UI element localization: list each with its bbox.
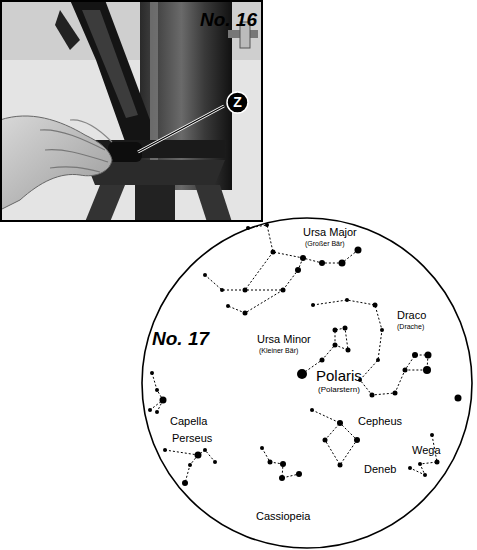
callout-letter: Z bbox=[226, 91, 249, 114]
star-chart: No. 17 bbox=[141, 217, 473, 549]
constellation-label: (Polarstern) bbox=[318, 386, 360, 395]
node-outline bbox=[227, 92, 248, 113]
leader-line bbox=[138, 106, 224, 152]
constellation-label: (Kleiner Bär) bbox=[259, 347, 298, 355]
constellation-label: Ursa Major bbox=[303, 226, 357, 238]
figure-number: No. 17 bbox=[152, 329, 209, 350]
constellation-label: Perseus bbox=[172, 432, 212, 444]
mount-photo bbox=[2, 2, 261, 220]
constellation-label: (Großer Bär) bbox=[305, 240, 345, 248]
callout-circle: Z bbox=[226, 91, 249, 114]
constellation-label: Wega bbox=[412, 444, 441, 456]
constellation-label: Capella bbox=[170, 415, 207, 427]
node-outline bbox=[141, 217, 473, 549]
constellation-label: Deneb bbox=[364, 463, 396, 475]
constellation-label: (Drache) bbox=[397, 323, 424, 331]
photo-frame: No. 16 Z bbox=[0, 0, 263, 222]
leader-line bbox=[138, 106, 224, 152]
figure-number: No. 16 bbox=[200, 10, 257, 31]
constellation-label: Ursa Minor bbox=[257, 333, 311, 345]
constellation-label: Draco bbox=[397, 309, 426, 321]
constellation-label: Cassiopeia bbox=[256, 510, 310, 522]
node-outline bbox=[142, 218, 472, 548]
constellation-label: Polaris bbox=[316, 368, 362, 385]
constellation-label: Cepheus bbox=[358, 415, 402, 427]
